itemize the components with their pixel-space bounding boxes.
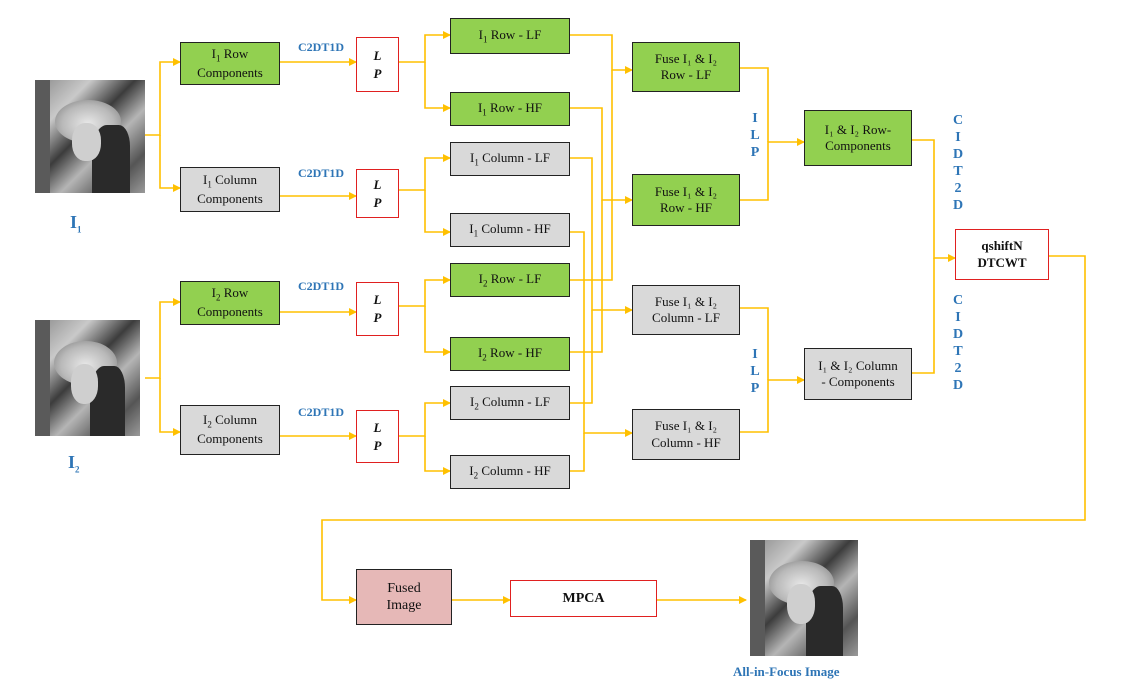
i1-column-lf: I1 Column - LF (450, 142, 570, 176)
arrow-lp4-hf (424, 436, 451, 475)
wire-fuse-col-hf (740, 376, 805, 433)
arrow-lp3-lf (399, 276, 451, 307)
wire-dtcwt-return (321, 255, 1086, 604)
arrow-i1-row (145, 58, 181, 136)
wire-row-to-dtcwt (912, 139, 956, 262)
fuse-row-lf: Fuse I₁ & I₂ Row - LF (632, 42, 740, 92)
input-1-label: I1 (70, 212, 82, 235)
i1-row-lf: I1 Row - LF (450, 18, 570, 54)
lp-box-1: L P (356, 37, 399, 92)
fuse-column-lf: Fuse I₁ & I₂ Column - LF (632, 285, 740, 335)
fuse-row-hf: Fuse I₁ & I₂ Row - HF (632, 174, 740, 226)
i2-column-components: I2 Column Components (180, 405, 280, 455)
arrow-lp4-lf (399, 399, 451, 437)
combined-row-components: I₁ & I₂ Row- Components (804, 110, 912, 166)
arrow-i2-row (145, 298, 181, 379)
ilp-label-2: I L P (750, 347, 760, 396)
wire-fuse-row-lf (740, 67, 769, 142)
arrow-lp2-hf (424, 190, 451, 236)
input-image-2 (35, 320, 140, 436)
wire-col-to-dtcwt (912, 258, 935, 374)
i1-column-components: I1 Column Components (180, 167, 280, 212)
ilp-label-1: I L P (750, 111, 760, 160)
i1-row-hf: I1 Row - HF (450, 92, 570, 126)
arrow-lp2-lf (399, 154, 451, 191)
lp-box-3: L P (356, 282, 399, 336)
wire-i2rowlf (570, 70, 613, 281)
i2-column-lf: I2 Column - LF (450, 386, 570, 420)
lp-box-2: L P (356, 169, 399, 218)
i2-row-lf: I2 Row - LF (450, 263, 570, 297)
input-2-label: I2 (68, 452, 80, 475)
i2-row-hf: I2 Row - HF (450, 337, 570, 371)
cidt2d-label-1: C I D T 2 D (952, 113, 964, 213)
fused-image-box: Fused Image (356, 569, 452, 625)
wire-i1collf (570, 157, 633, 314)
wire-fuse-col-lf (740, 307, 769, 380)
wire-i1colhf (570, 231, 633, 437)
i1-row-components: I1 Row Components (180, 42, 280, 85)
combined-column-components: I₁ & I₂ Column - Components (804, 348, 912, 400)
c2dt1d-label-3: C2DT1D (298, 279, 345, 293)
output-label: All-in-Focus Image (733, 664, 840, 679)
i2-column-hf: I2 Column - HF (450, 455, 570, 489)
wire-i1rowlf (570, 34, 633, 74)
mpca-box: MPCA (510, 580, 657, 617)
i2-row-components: I2 Row Components (180, 281, 280, 325)
arrow-i1-col (159, 135, 181, 192)
arrow-lp1-hf (424, 62, 451, 112)
wire-fuse-row-hf (740, 138, 805, 201)
arrow-lp1-lf (399, 31, 451, 63)
input-image-1 (35, 80, 145, 193)
wire-i2rowhf (570, 200, 603, 353)
output-image (750, 540, 858, 656)
cidt2d-label-2: C I D T 2 D (952, 293, 964, 393)
wire-i1rowhf (570, 107, 633, 204)
arrow-lp3-hf (424, 306, 451, 356)
lp-box-4: L P (356, 410, 399, 463)
fuse-column-hf: Fuse I₁ & I₂ Column - HF (632, 409, 740, 460)
arrow-i2-col (159, 378, 181, 436)
c2dt1d-label-1: C2DT1D (298, 40, 345, 54)
wire-i2colhf (570, 433, 585, 472)
i1-column-hf: I1 Column - HF (450, 213, 570, 247)
c2dt1d-label-2: C2DT1D (298, 166, 345, 180)
qshiftn-dtcwt-box: qshiftN DTCWT (955, 229, 1049, 280)
c2dt1d-label-4: C2DT1D (298, 405, 345, 419)
wire-i2collf (570, 310, 593, 404)
